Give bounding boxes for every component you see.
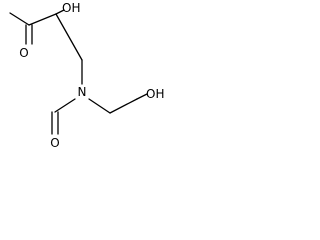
atom-label-hydroxy: OH	[62, 1, 80, 15]
bond-ethyl-hydroxy	[136, 93, 148, 100]
atom-labels: O OH N O OH	[19, 1, 164, 150]
bond-lines	[9, 9, 148, 135]
bond-ethyl-chain	[109, 98, 138, 114]
bond-nitrogen-ethyl	[88, 98, 111, 114]
atom-label-hydroxyethyl: OH	[146, 87, 164, 101]
atom-label-nitroso-oxygen: O	[50, 136, 59, 150]
chemical-structure-diagram: O OH N O OH	[9, 1, 164, 150]
bond-carbonyl-chiral	[28, 13, 57, 26]
bond-nitrogen-nitroso	[54, 98, 76, 113]
bond-methyl-carbonyl	[9, 12, 30, 26]
atom-label-ketone-oxygen: O	[19, 46, 28, 60]
bond-chiral-methylene	[55, 13, 83, 61]
atom-label-nitrogen: N	[78, 85, 87, 99]
bond-chiral-hydroxy	[55, 9, 65, 15]
